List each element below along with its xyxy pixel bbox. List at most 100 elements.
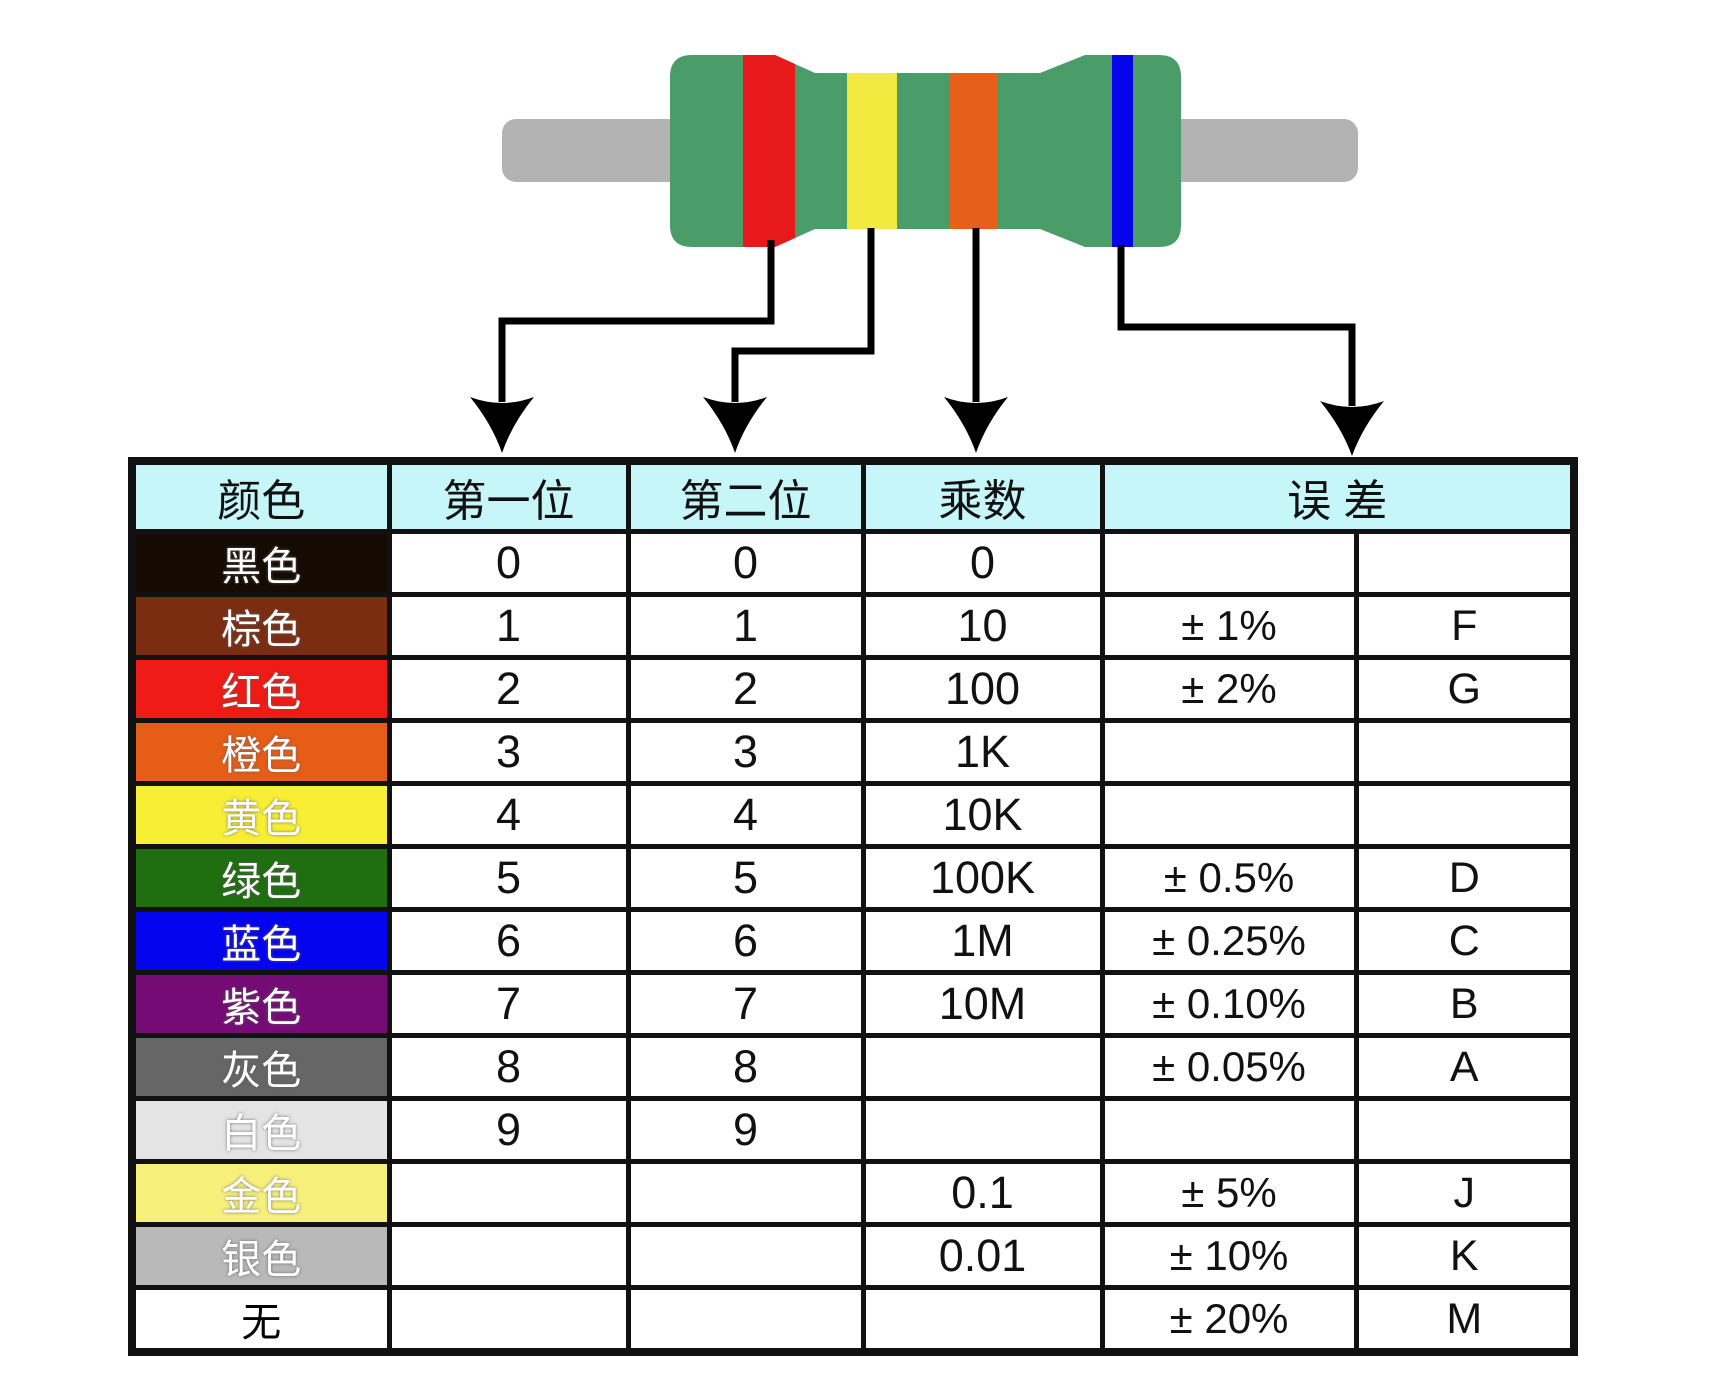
tolerance-code-cell: F: [1353, 592, 1577, 660]
first-digit-cell: 3: [386, 718, 631, 786]
color-swatch-cell: 黄色: [129, 781, 392, 849]
first-digit-cell: 0: [386, 529, 631, 597]
tolerance-cell: [1099, 781, 1359, 849]
color-swatch-cell: 橙色: [129, 718, 392, 786]
arrow-line-to-second-digit-column: [731, 228, 875, 402]
tolerance-code-cell: A: [1353, 1033, 1577, 1101]
second-digit-cell: 7: [625, 970, 866, 1038]
tolerance-cell: [1099, 718, 1359, 786]
resistor-band-second-digit: [847, 55, 897, 247]
header-second-digit: 第二位: [625, 458, 866, 534]
color-swatch-cell: 红色: [129, 655, 392, 723]
tolerance-code-cell: J: [1353, 1159, 1577, 1227]
table-row: 金色 0.1± 5%J: [129, 1159, 1577, 1227]
tolerance-code-cell: [1353, 1096, 1577, 1164]
tolerance-cell: ± 20%: [1099, 1285, 1359, 1355]
tolerance-cell: ± 2%: [1099, 655, 1359, 723]
tolerance-code-cell: [1353, 781, 1577, 849]
header-row: 颜色 第一位 第二位 乘数 误 差: [129, 458, 1577, 534]
arrowhead-first-digit-icon: [470, 397, 534, 453]
tolerance-cell: ± 0.5%: [1099, 844, 1359, 912]
color-swatch-cell: 白色: [129, 1096, 392, 1164]
second-digit-cell: 3: [625, 718, 866, 786]
multiplier-cell: 0: [860, 529, 1105, 597]
first-digit-cell: [386, 1285, 631, 1355]
tolerance-code-cell: M: [1353, 1285, 1577, 1355]
tolerance-code-cell: D: [1353, 844, 1577, 912]
resistor-lead-wire: [502, 119, 1358, 182]
first-digit-cell: 9: [386, 1096, 631, 1164]
header-multiplier: 乘数: [860, 458, 1105, 534]
tolerance-code-cell: [1353, 718, 1577, 786]
first-digit-cell: 5: [386, 844, 631, 912]
arrowhead-tolerance-icon: [1320, 401, 1384, 456]
first-digit-cell: [386, 1159, 631, 1227]
tolerance-cell: ± 0.05%: [1099, 1033, 1359, 1101]
multiplier-cell: 1M: [860, 907, 1105, 975]
arrow-line-to-first-digit-column: [498, 240, 775, 402]
multiplier-cell: 0.1: [860, 1159, 1105, 1227]
color-swatch-cell: 绿色: [129, 844, 392, 912]
band-arrows: [470, 228, 1384, 456]
tolerance-cell: ± 1%: [1099, 592, 1359, 660]
first-digit-cell: 1: [386, 592, 631, 660]
tolerance-cell: ± 0.10%: [1099, 970, 1359, 1038]
tolerance-cell: [1099, 1096, 1359, 1164]
tolerance-code-cell: K: [1353, 1222, 1577, 1290]
first-digit-cell: 7: [386, 970, 631, 1038]
resistor-band-tolerance: [1112, 55, 1133, 247]
multiplier-cell: [860, 1096, 1105, 1164]
resistor-band-first-digit: [743, 55, 795, 247]
header-tolerance: 误 差: [1099, 458, 1577, 534]
tolerance-code-cell: G: [1353, 655, 1577, 723]
table-row: 无 ± 20%M: [129, 1285, 1577, 1355]
second-digit-cell: 8: [625, 1033, 866, 1101]
arrow-line-to-tolerance-column: [1117, 245, 1356, 406]
multiplier-cell: 10K: [860, 781, 1105, 849]
color-swatch-cell: 棕色: [129, 592, 392, 660]
resistor-body: [670, 55, 1181, 247]
color-swatch-cell: 黑色: [129, 529, 392, 597]
header-color: 颜色: [129, 458, 392, 534]
multiplier-cell: 1K: [860, 718, 1105, 786]
header-first-digit: 第一位: [386, 458, 631, 534]
tolerance-code-cell: B: [1353, 970, 1577, 1038]
second-digit-cell: 9: [625, 1096, 866, 1164]
second-digit-cell: [625, 1159, 866, 1227]
arrowhead-multiplier-icon: [944, 397, 1008, 453]
multiplier-cell: 10: [860, 592, 1105, 660]
tolerance-cell: ± 5%: [1099, 1159, 1359, 1227]
arrowhead-second-digit-icon: [703, 397, 767, 453]
first-digit-cell: [386, 1222, 631, 1290]
second-digit-cell: 4: [625, 781, 866, 849]
multiplier-cell: 100K: [860, 844, 1105, 912]
tolerance-cell: [1099, 529, 1359, 597]
first-digit-cell: 6: [386, 907, 631, 975]
color-swatch-cell: 无: [129, 1285, 392, 1355]
second-digit-cell: [625, 1285, 866, 1355]
color-swatch-cell: 蓝色: [129, 907, 392, 975]
first-digit-cell: 8: [386, 1033, 631, 1101]
color-swatch-cell: 紫色: [129, 970, 392, 1038]
resistor-band-multiplier: [950, 55, 998, 247]
second-digit-cell: [625, 1222, 866, 1290]
tolerance-code-cell: [1353, 529, 1577, 597]
second-digit-cell: 0: [625, 529, 866, 597]
multiplier-cell: 10M: [860, 970, 1105, 1038]
tolerance-code-cell: C: [1353, 907, 1577, 975]
color-swatch-cell: 金色: [129, 1159, 392, 1227]
multiplier-cell: 100: [860, 655, 1105, 723]
